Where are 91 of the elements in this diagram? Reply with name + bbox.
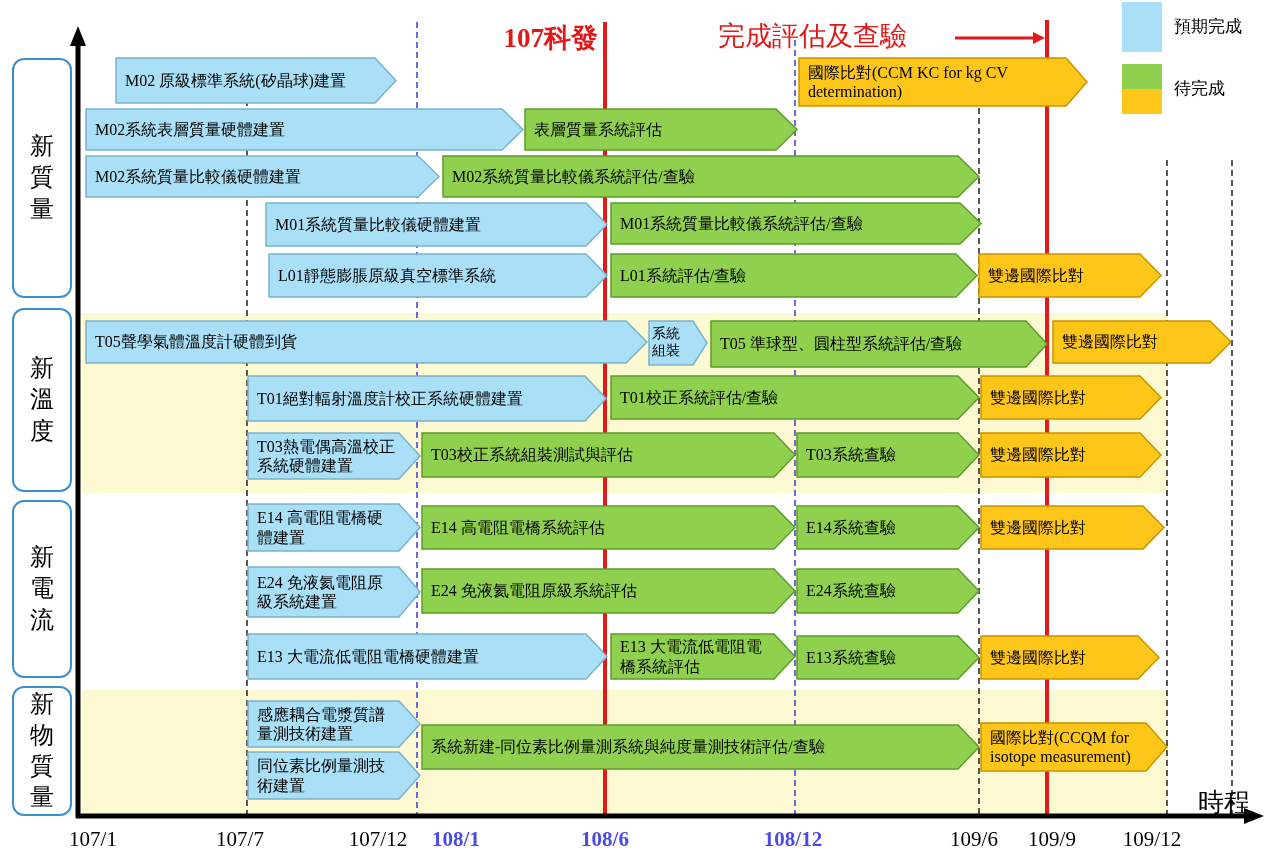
task-bar: [978, 253, 1162, 298]
task-label: L01系統評估/查驗: [620, 265, 747, 286]
tick-label: 109/12: [1121, 826, 1183, 853]
task-label: M02系統表層質量硬體建置: [95, 119, 286, 140]
category-label: 新質量: [30, 132, 54, 224]
task-label: T03校正系統組裝測試與評估: [431, 445, 633, 465]
task-bar: [710, 320, 1048, 368]
task-bar: [247, 375, 607, 422]
task-label: T03系統查驗: [806, 445, 896, 465]
task-bar: [421, 724, 980, 770]
task-bar: [980, 635, 1160, 680]
task-label: 雙邊國際比對: [990, 445, 1086, 465]
task-label: M02 原級標準系統(矽晶球)建置: [125, 70, 346, 91]
task-bar: [610, 375, 980, 420]
task-label: 雙邊國際比對: [990, 387, 1086, 408]
task-label: 系統組裝: [652, 326, 681, 360]
tick-label: 107/1: [68, 826, 118, 853]
task-label: T01校正系統評估/查驗: [620, 387, 779, 408]
task-bar: [247, 751, 421, 800]
task-label: E24系統查驗: [806, 581, 896, 601]
task-bar: [980, 375, 1162, 420]
category-label: 新物質量: [30, 689, 54, 813]
task-label: E14 高電阻電橋系統評估: [431, 517, 605, 538]
task-bar: [980, 432, 1162, 478]
task-label: T05 準球型、圓柱型系統評估/查驗: [720, 334, 963, 354]
tick-label: 107/7: [215, 826, 265, 853]
task-bar: [247, 432, 421, 480]
tick-label: 108/1: [431, 826, 481, 853]
category-label: 新電流: [30, 543, 54, 635]
task-bar: [610, 202, 982, 245]
task-label: 雙邊國際比對: [1062, 332, 1158, 352]
tick-label: 109/9: [1027, 826, 1077, 853]
category-box: [12, 58, 72, 298]
task-label: E24 免液氦電阻原級系統評估: [431, 581, 637, 601]
task-label: 國際比對(CCQM for isotope measurement): [990, 727, 1132, 767]
tick-label: 109/6: [949, 826, 999, 853]
task-label: E13系統查驗: [806, 647, 896, 668]
task-label: E13 大電流低電阻電橋系統評估: [620, 637, 763, 676]
task-label: 表層質量系統評估: [534, 119, 662, 140]
task-label: 雙邊國際比對: [988, 265, 1084, 286]
task-label: 國際比對(CCM KC for kg CV determination): [808, 62, 1009, 102]
task-bar: [247, 566, 421, 618]
task-label: T05聲學氣體溫度計硬體到貨: [95, 332, 297, 352]
task-label: M02系統質量比較儀硬體建置: [95, 166, 302, 187]
task-bar: [265, 202, 608, 247]
task-label: E14 高電阻電橋硬體建置: [257, 508, 384, 547]
task-label: 感應耦合電漿質譜量測技術建置: [257, 704, 386, 744]
task-bar: [796, 505, 980, 550]
task-bar: [610, 633, 796, 680]
task-bar: [610, 253, 978, 298]
task-bar: [524, 108, 798, 151]
task-label: T01絕對輻射溫度計校正系統硬體建置: [257, 388, 523, 409]
task-label: 同位素比例量測技術建置: [257, 756, 386, 795]
tick-label: 107/12: [347, 826, 409, 853]
axis-title: 時程: [1198, 787, 1251, 819]
task-label: M02系統質量比較儀系統評估/查驗: [452, 166, 695, 187]
task-bar: [442, 155, 980, 198]
milestone-label: 完成評估及查驗: [718, 20, 908, 53]
task-label: L01靜態膨脹原級真空標準系統: [278, 265, 496, 286]
task-label: E14系統查驗: [806, 517, 896, 538]
task-bar: [1052, 320, 1232, 364]
task-label: T03熱電偶高溫校正系統硬體建置: [257, 436, 396, 476]
category-box: [12, 308, 72, 492]
category-label: 新溫度: [30, 354, 54, 446]
task-bar: [796, 635, 980, 680]
task-bar: [796, 568, 980, 614]
tick-label: 108/12: [762, 826, 824, 853]
task-label: 雙邊國際比對: [990, 517, 1086, 538]
task-bar: [980, 505, 1165, 550]
task-bar: [796, 432, 980, 478]
task-label: M01系統質量比較儀系統評估/查驗: [620, 213, 863, 234]
task-bar: [85, 108, 524, 151]
task-bar: [980, 722, 1168, 772]
task-label: E13 大電流低電阻電橋硬體建置: [257, 646, 479, 667]
task-label: E24 免液氦電阻原級系統建置: [257, 572, 384, 612]
task-bar: [115, 57, 397, 104]
milestone-label: 107科發: [502, 22, 598, 55]
task-bar: [85, 155, 440, 198]
task-bar: [247, 503, 421, 552]
legend-label: 待完成: [1174, 78, 1225, 101]
task-bar: [798, 57, 1088, 107]
tick-label: 108/6: [580, 826, 630, 853]
task-label: 系統新建-同位素比例量測系統與純度量測技術評估/查驗: [431, 737, 825, 757]
task-bar: [247, 633, 608, 680]
task-label: 雙邊國際比對: [990, 647, 1086, 668]
category-box: [12, 686, 72, 816]
task-label: M01系統質量比較儀硬體建置: [275, 214, 482, 235]
task-bar: [268, 253, 608, 298]
task-bar: [247, 700, 421, 748]
legend-label: 預期完成: [1174, 16, 1242, 39]
category-box: [12, 500, 72, 678]
